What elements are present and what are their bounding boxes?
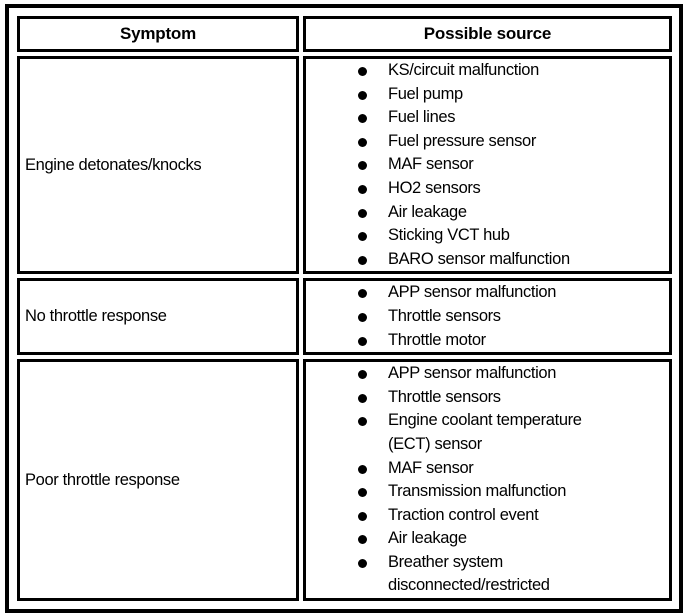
table-row: Engine detonates/knocks KS/circuit malfun…	[17, 56, 672, 275]
bullet-icon	[358, 393, 367, 403]
possible-source-item: Throttle sensors	[358, 305, 669, 329]
bullet-icon	[358, 312, 367, 322]
bullet-icon	[358, 184, 367, 194]
symptom-possible-source-table: Symptom Possible source Engine detonates…	[13, 12, 676, 605]
column-header-symptom: Symptom	[17, 16, 299, 52]
bullet-icon	[358, 232, 367, 242]
possible-source-item: Sticking VCT hub	[358, 224, 669, 248]
possible-source-label: Sticking VCT hub	[388, 226, 510, 245]
possible-source-item: Engine coolant temperature (ECT) sensor	[358, 409, 669, 456]
bullet-icon	[358, 370, 367, 380]
possible-source-item: MAF sensor	[358, 153, 669, 177]
symptom-label: No throttle response	[25, 307, 167, 326]
possible-source-label: Fuel lines	[388, 108, 456, 127]
possible-source-label: APP sensor malfunction	[388, 364, 557, 383]
table-header: Symptom Possible source	[17, 16, 672, 52]
bullet-icon	[358, 90, 367, 100]
bullet-icon	[358, 161, 367, 171]
possible-source-label: APP sensor malfunction	[388, 283, 557, 302]
possible-source-label: MAF sensor	[388, 458, 474, 477]
symptom-cell: Engine detonates/knocks	[17, 56, 299, 275]
possible-source-label: HO2 sensors	[388, 178, 481, 197]
possible-source-label: Throttle sensors	[388, 306, 501, 325]
table-body: Engine detonates/knocks KS/circuit malfun…	[17, 56, 672, 602]
bullet-icon	[358, 67, 367, 76]
possible-source-item: Throttle motor	[358, 329, 669, 353]
header-row: Symptom Possible source	[17, 16, 672, 52]
possible-source-item: Transmission malfunction	[358, 480, 669, 504]
bullet-icon	[358, 558, 367, 568]
possible-source-label: MAF sensor	[388, 155, 474, 174]
bullet-icon	[358, 137, 367, 147]
possible-source-item: Fuel lines	[358, 106, 669, 130]
bullet-icon	[358, 535, 367, 545]
symptom-cell: Poor throttle response	[17, 359, 299, 602]
bullet-icon	[358, 488, 367, 498]
possible-source-label: Air leakage	[388, 529, 467, 548]
table-row: No throttle response APP sensor malfuncti…	[17, 278, 672, 356]
bullet-icon	[358, 417, 367, 427]
possible-source-item: Air leakage	[358, 527, 669, 551]
possible-source-label: KS/circuit malfunction	[388, 61, 539, 79]
bullet-icon	[358, 336, 367, 346]
possible-source-item: Breather system disconnected/restricted	[358, 551, 669, 598]
table-row: Poor throttle response APP sensor malfunc…	[17, 359, 672, 602]
possible-source-label: Throttle sensors	[388, 387, 501, 406]
bullet-icon	[358, 114, 367, 124]
possible-source-item: Fuel pump	[358, 83, 669, 107]
bullet-icon	[358, 208, 367, 218]
possible-source-item: HO2 sensors	[358, 177, 669, 201]
bullet-icon	[358, 289, 367, 299]
column-header-possible-source-label: Possible source	[423, 24, 552, 43]
possible-source-item: Throttle sensors	[358, 386, 669, 410]
possible-source-label: Throttle motor	[388, 330, 486, 349]
bullet-icon	[358, 255, 367, 265]
possible-source-label: BARO sensor malfunction	[388, 249, 570, 268]
bullet-icon	[358, 511, 367, 521]
possible-source-item: BARO sensor malfunction	[358, 248, 669, 272]
symptom-label: Engine detonates/knocks	[25, 155, 202, 174]
possible-source-label: Air leakage	[388, 202, 467, 221]
possible-source-item: Traction control event	[358, 504, 669, 528]
possible-source-item: Fuel pressure sensor	[358, 130, 669, 154]
column-header-symptom-label: Symptom	[119, 24, 197, 43]
possible-source-label: Breather system disconnected/restricted	[388, 552, 550, 595]
diagnostic-table-frame: Symptom Possible source Engine detonates…	[5, 4, 683, 613]
symptom-cell: No throttle response	[17, 278, 299, 356]
possible-source-item: Air leakage	[358, 201, 669, 225]
possible-source-label: Traction control event	[388, 505, 539, 524]
possible-source-label: Fuel pressure sensor	[388, 131, 536, 150]
column-header-possible-source: Possible source	[303, 16, 672, 52]
possible-source-item: MAF sensor	[358, 457, 669, 481]
symptom-label: Poor throttle response	[25, 470, 180, 489]
possible-source-item: KS/circuit malfunction	[358, 59, 669, 83]
bullet-icon	[358, 464, 367, 474]
possible-source-label: Transmission malfunction	[388, 482, 567, 501]
possible-source-label: Engine coolant temperature (ECT) sensor	[388, 411, 582, 453]
possible-source-item: APP sensor malfunction	[358, 362, 669, 386]
possible-source-label: Fuel pump	[388, 84, 463, 103]
possible-source-item: APP sensor malfunction	[358, 281, 669, 305]
